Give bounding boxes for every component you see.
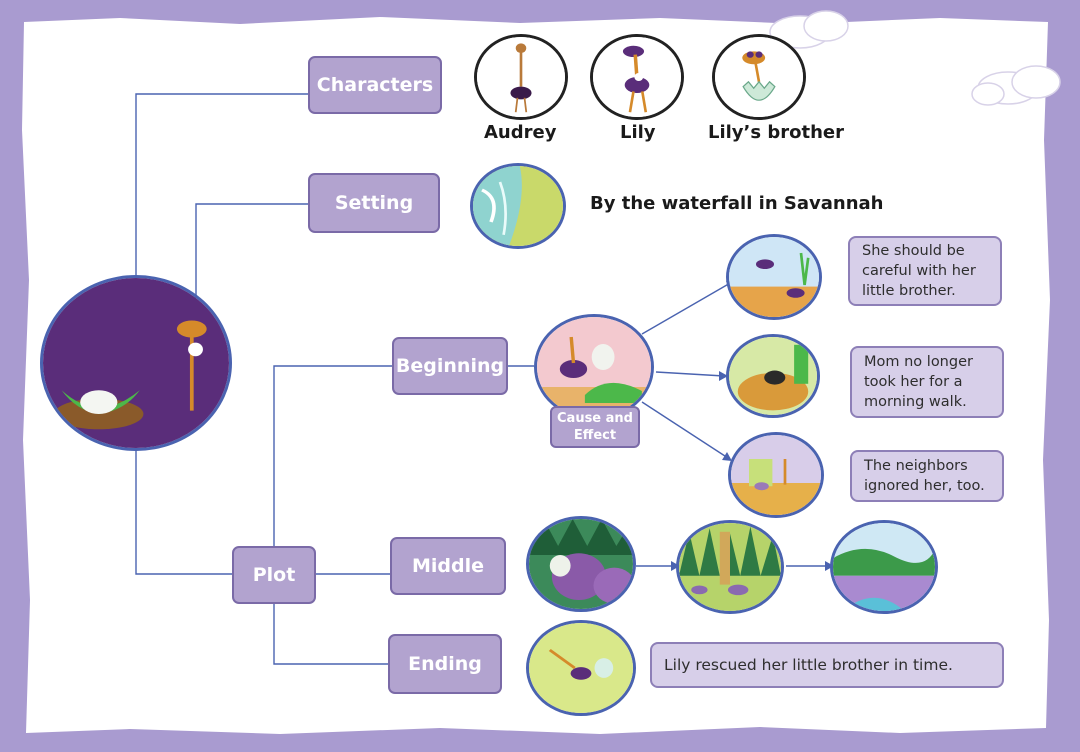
- audrey-portrait: [474, 34, 568, 120]
- ending-image: [526, 620, 636, 716]
- effect-image-1: [726, 234, 822, 320]
- middle-image-1: [526, 516, 636, 612]
- beginning-cause-image: [534, 314, 654, 420]
- cause-and-effect-tag: Cause and Effect: [550, 406, 640, 448]
- beginning-node-label: Beginning: [395, 355, 505, 377]
- character-name: Lily’s brother: [708, 122, 844, 143]
- ending-description-text: Lily rescued her little brother in time.: [664, 656, 953, 674]
- cloud-icon: [769, 10, 1061, 106]
- middle-image-2: [676, 520, 784, 614]
- effect-note-text: She should be careful with her little br…: [862, 243, 976, 299]
- middle-node: Middle: [390, 537, 506, 595]
- characters-node-label: Characters: [316, 74, 434, 96]
- setting-description: By the waterfall in Savannah: [590, 193, 884, 214]
- lily-portrait: [590, 34, 684, 120]
- character-name: Audrey: [484, 122, 557, 143]
- effect-note: She should be careful with her little br…: [848, 236, 1002, 306]
- ending-node: Ending: [388, 634, 502, 694]
- character-name: Lily: [620, 122, 656, 143]
- story-cover-image: [40, 275, 232, 451]
- cause-and-effect-label: Cause and Effect: [557, 411, 633, 443]
- waterfall-setting-image: [470, 163, 566, 249]
- middle-image-3: [830, 520, 938, 614]
- effect-note-text: The neighbors ignored her, too.: [864, 458, 985, 494]
- characters-node: Characters: [308, 56, 442, 114]
- middle-node-label: Middle: [411, 555, 485, 577]
- effect-note: Mom no longer took her for a morning wal…: [850, 346, 1004, 418]
- ending-node-label: Ending: [408, 653, 482, 675]
- setting-node: Setting: [308, 173, 440, 233]
- effect-note-text: Mom no longer took her for a morning wal…: [864, 354, 973, 410]
- ending-description-box: Lily rescued her little brother in time.: [650, 642, 1004, 688]
- effect-note: The neighbors ignored her, too.: [850, 450, 1004, 502]
- effect-image-2: [726, 334, 820, 418]
- effect-image-3: [728, 432, 824, 518]
- lilys-brother-portrait: [712, 34, 806, 120]
- setting-node-label: Setting: [334, 192, 414, 214]
- plot-node-label: Plot: [252, 564, 296, 586]
- beginning-node: Beginning: [392, 337, 508, 395]
- plot-node: Plot: [232, 546, 316, 604]
